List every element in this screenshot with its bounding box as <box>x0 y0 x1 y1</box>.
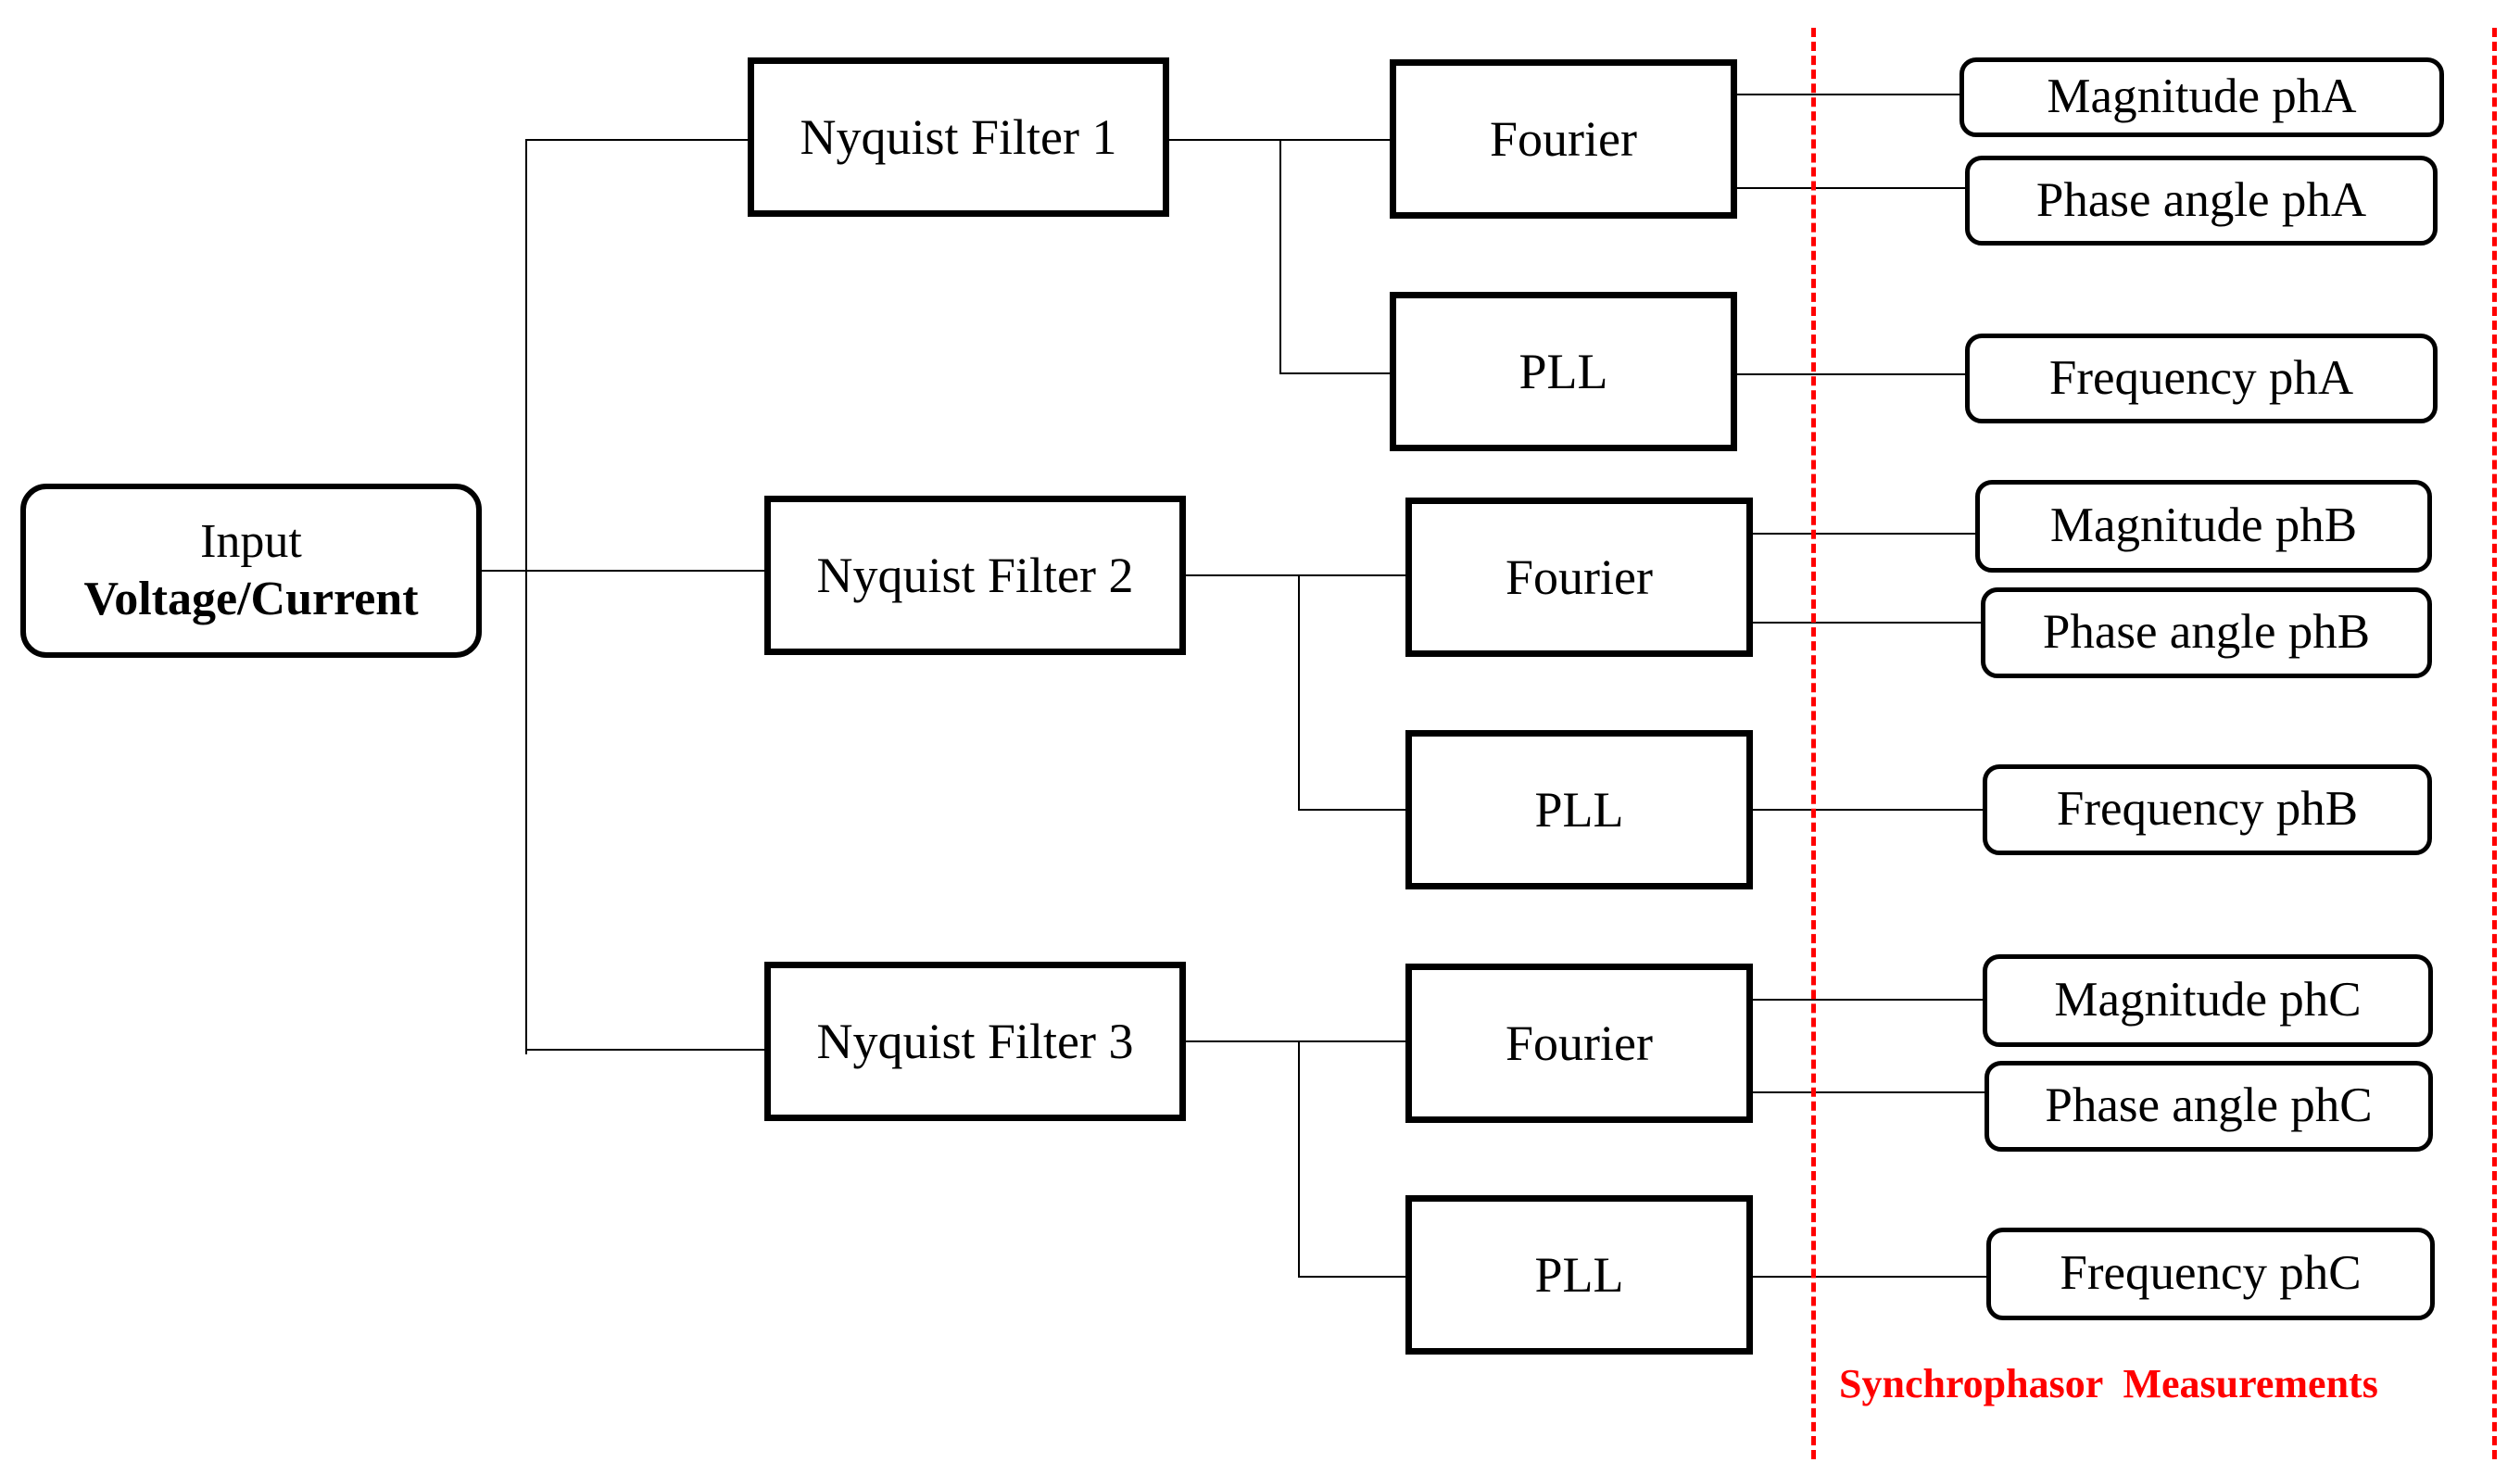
output-phase-pha-label: Phase angle phA <box>2035 172 2367 227</box>
synchrophasor-measurements-label: Synchrophasor Measurements <box>1839 1361 2378 1406</box>
nyquist-filter-3-label: Nyquist Filter 3 <box>816 1013 1134 1069</box>
connector-to-filter-3 <box>525 1049 764 1051</box>
fourier-block-2: Fourier <box>1405 498 1753 657</box>
fourier-block-3-label: Fourier <box>1506 1015 1653 1071</box>
connector-filter3-out <box>1186 1040 1405 1042</box>
pll-block-1: PLL <box>1390 292 1737 451</box>
output-frequency-phb: Frequency phB <box>1983 764 2432 855</box>
output-magnitude-phc-label: Magnitude phC <box>2054 973 2362 1027</box>
output-phase-phc-label: Phase angle phC <box>2045 1078 2373 1133</box>
nyquist-filter-3: Nyquist Filter 3 <box>764 962 1186 1121</box>
output-frequency-phc: Frequency phC <box>1986 1228 2435 1320</box>
connector-filter2-out <box>1186 574 1405 576</box>
fourier-block-1: Fourier <box>1390 59 1737 219</box>
connector-fourier1-phase <box>1737 187 1965 189</box>
output-phase-phb: Phase angle phB <box>1981 587 2432 678</box>
pll-block-1-label: PLL <box>1518 343 1608 399</box>
output-phase-phb-label: Phase angle phB <box>2042 605 2371 660</box>
pll-block-3: PLL <box>1405 1195 1753 1355</box>
connector-filter1-split <box>1279 139 1281 374</box>
synchrophasor-region-right-boundary <box>2492 28 2497 1459</box>
connector-input-trunk <box>482 570 767 572</box>
output-magnitude-phb-label: Magnitude phB <box>2049 498 2358 553</box>
output-magnitude-phc: Magnitude phC <box>1983 954 2433 1047</box>
connector-filter3-split <box>1298 1040 1300 1278</box>
connector-fourier3-magnitude <box>1753 999 1983 1001</box>
connector-filter1-to-pll <box>1279 372 1390 374</box>
input-label-line1: Input <box>200 514 302 568</box>
output-magnitude-phb: Magnitude phB <box>1975 480 2432 573</box>
connector-fourier2-magnitude <box>1753 533 1975 535</box>
connector-filter2-split <box>1298 574 1300 811</box>
synchrophasor-region-left-boundary <box>1811 28 1816 1459</box>
connector-fourier2-phase <box>1753 622 1981 624</box>
nyquist-filter-2-label: Nyquist Filter 2 <box>816 547 1134 603</box>
output-magnitude-pha-label: Magnitude phA <box>2047 69 2357 124</box>
nyquist-filter-1: Nyquist Filter 1 <box>748 57 1169 217</box>
connector-pll1-frequency <box>1737 373 1965 375</box>
connector-fourier3-phase <box>1753 1091 1984 1093</box>
connector-to-filter-1 <box>525 139 748 141</box>
connector-pll2-frequency <box>1753 809 1983 811</box>
output-frequency-pha: Frequency phA <box>1965 334 2438 423</box>
fourier-block-3: Fourier <box>1405 964 1753 1123</box>
pll-block-2-label: PLL <box>1534 781 1624 838</box>
output-phase-phc: Phase angle phC <box>1984 1061 2433 1152</box>
output-frequency-phc-label: Frequency phC <box>2060 1246 2362 1301</box>
nyquist-filter-1-label: Nyquist Filter 1 <box>800 108 1117 165</box>
output-frequency-pha-label: Frequency phA <box>2048 350 2354 405</box>
input-label-line2: Voltage/Current <box>83 573 419 625</box>
connector-input-vertical <box>525 139 527 1054</box>
connector-filter2-to-pll <box>1298 809 1405 811</box>
pll-block-3-label: PLL <box>1534 1246 1624 1303</box>
connector-fourier1-magnitude <box>1737 94 1959 95</box>
connector-filter3-to-pll <box>1298 1276 1405 1278</box>
input-box: Input Voltage/Current <box>20 484 482 658</box>
fourier-block-1-label: Fourier <box>1490 110 1637 167</box>
output-magnitude-pha: Magnitude phA <box>1959 57 2444 137</box>
fourier-block-2-label: Fourier <box>1506 548 1653 605</box>
output-frequency-phb-label: Frequency phB <box>2056 782 2359 837</box>
connector-pll3-frequency <box>1753 1276 1986 1278</box>
pll-block-2: PLL <box>1405 730 1753 889</box>
nyquist-filter-2: Nyquist Filter 2 <box>764 496 1186 655</box>
output-phase-pha: Phase angle phA <box>1965 156 2438 246</box>
